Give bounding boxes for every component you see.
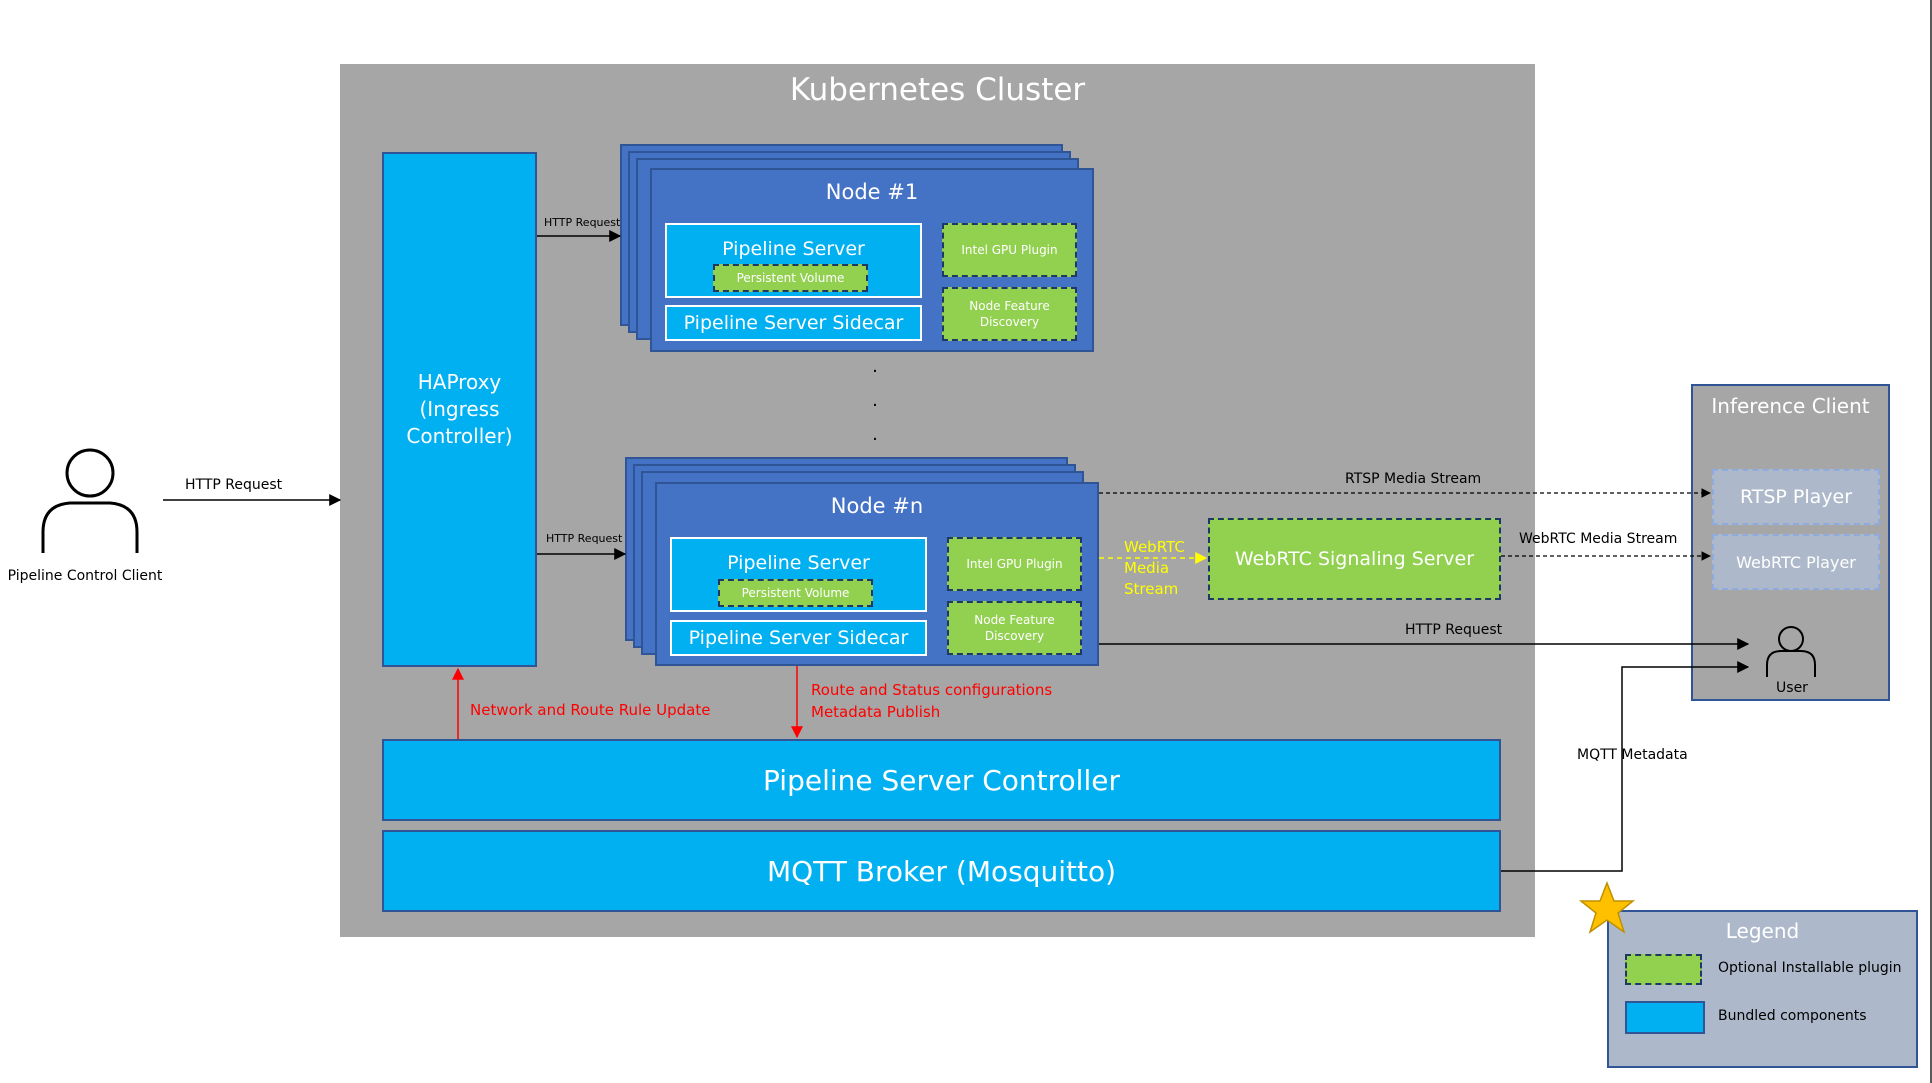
webrtc-player: WebRTC Player: [1712, 534, 1880, 590]
legend-title: Legend: [1725, 919, 1800, 943]
mqtt-broker: MQTT Broker (Mosquitto): [382, 830, 1501, 912]
kubernetes-cluster-title: Kubernetes Cluster: [789, 72, 1086, 108]
node-ellipsis: ···: [872, 361, 878, 450]
noden-sidecar-label: Pipeline Server Sidecar: [688, 627, 909, 649]
mqtt-metadata-label: MQTT Metadata: [1577, 747, 1688, 763]
haproxy-ingress: HAProxy (Ingress Controller): [382, 152, 537, 667]
webrtc-player-label: WebRTC Player: [1736, 552, 1856, 572]
webrtc-signaling-server-label: WebRTC Signaling Server: [1234, 548, 1475, 570]
noden-persistent-volume-label: Persistent Volume: [741, 586, 850, 600]
node1-pipeline-server-label: Pipeline Server: [722, 238, 865, 260]
noden-sidecar: Pipeline Server Sidecar: [670, 620, 927, 656]
noden-persistent-volume: Persistent Volume: [718, 579, 873, 607]
noden-request-label: HTTP Request: [546, 532, 623, 545]
node1-nfd: Node Feature Discovery: [942, 287, 1077, 341]
rtsp-stream-label: RTSP Media Stream: [1345, 471, 1482, 487]
legend-optional-swatch: [1625, 954, 1702, 985]
route-rule-label: Network and Route Rule Update: [470, 701, 711, 719]
user-label: User: [1776, 680, 1808, 696]
noden-nfd-label: Node Feature Discovery: [974, 612, 1055, 643]
noden-gpu-plugin: Intel GPU Plugin: [947, 537, 1082, 591]
legend-bundled-label: Bundled components: [1718, 1008, 1867, 1024]
node1-pipeline-server: Pipeline Server: [665, 223, 922, 298]
node1-gpu-plugin-label: Intel GPU Plugin: [961, 242, 1058, 257]
webrtc-stream-label: WebRTC Media Stream: [1124, 538, 1185, 598]
client-name: Pipeline Control Client: [7, 568, 163, 584]
mqtt-broker-label: MQTT Broker (Mosquitto): [766, 854, 1116, 888]
inference-client-title: Inference Client: [1711, 394, 1870, 418]
node1-sidecar-label: Pipeline Server Sidecar: [683, 312, 904, 334]
node1-persistent-volume-label: Persistent Volume: [736, 271, 845, 285]
node1-gpu-plugin: Intel GPU Plugin: [942, 223, 1077, 277]
node1-title: Node #1: [825, 180, 919, 204]
pipeline-server-controller: Pipeline Server Controller: [382, 739, 1501, 821]
haproxy-label: HAProxy (Ingress Controller): [406, 370, 513, 448]
node1-persistent-volume: Persistent Volume: [713, 264, 868, 292]
noden-title: Node #n: [830, 494, 924, 518]
rtsp-player: RTSP Player: [1712, 469, 1880, 525]
client-request-label: HTTP Request: [185, 477, 283, 493]
person-icon: [41, 448, 139, 553]
legend: [1607, 910, 1918, 1068]
legend-bundled-swatch: [1625, 1001, 1705, 1034]
webrtc-signaling-server: WebRTC Signaling Server: [1208, 518, 1501, 600]
route-status-label-2: Metadata Publish: [811, 703, 941, 721]
noden-nfd: Node Feature Discovery: [947, 601, 1082, 655]
node1-nfd-label: Node Feature Discovery: [969, 298, 1050, 329]
node1-sidecar: Pipeline Server Sidecar: [665, 305, 922, 341]
pipeline-server-controller-label: Pipeline Server Controller: [763, 763, 1120, 797]
rtsp-player-label: RTSP Player: [1739, 486, 1853, 508]
node1-request-label: HTTP Request: [544, 216, 621, 229]
route-status-label-1: Route and Status configurations: [811, 681, 1053, 699]
noden-pipeline-server-label: Pipeline Server: [727, 552, 870, 574]
legend-optional-label: Optional Installable plugin: [1718, 960, 1902, 976]
noden-gpu-plugin-label: Intel GPU Plugin: [966, 556, 1063, 571]
webrtc-media-stream-label: WebRTC Media Stream: [1519, 531, 1678, 547]
http-request-user-label: HTTP Request: [1405, 622, 1503, 638]
